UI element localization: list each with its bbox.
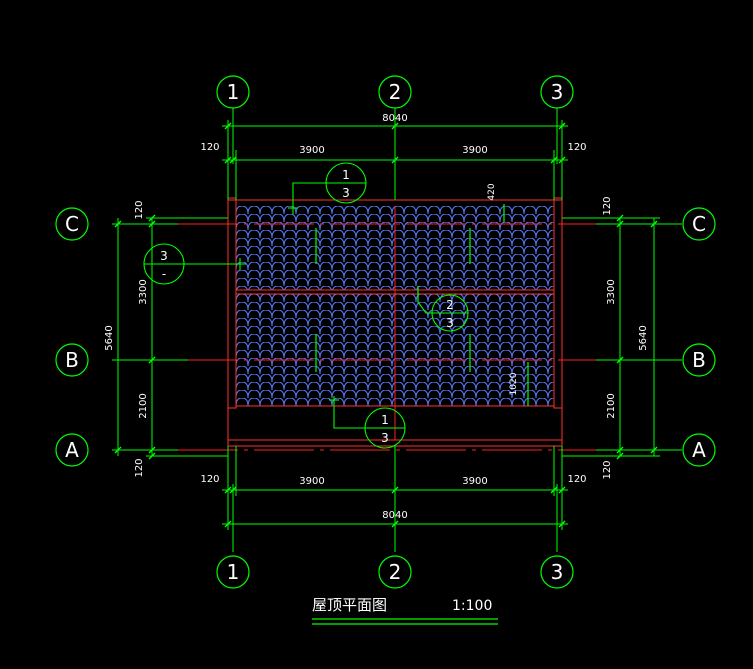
roof-marks — [315, 204, 529, 406]
axis-label-c-right: C — [692, 212, 706, 236]
callout-bottom-number: 1 — [381, 413, 389, 427]
axis-label-3-bottom: 3 — [551, 560, 564, 584]
axis-bubble-a-left — [55, 433, 89, 467]
dim-edge-left-top: 120 — [200, 142, 219, 153]
dim-edge-top-right: 120 — [602, 196, 613, 215]
axis-bubble-3-top — [540, 75, 574, 109]
callout-left-number: 3 — [160, 249, 168, 263]
dim-span-cb-right: 3300 — [606, 279, 617, 304]
dim-edge-top-left: 120 — [134, 200, 145, 219]
axis-bubble-1-top — [216, 75, 250, 109]
axis-label-2-top: 2 — [389, 80, 402, 104]
dim-span-ba-right: 2100 — [606, 393, 617, 418]
axis-label-2-bottom: 2 — [389, 560, 402, 584]
dim-span-ba-left: 2100 — [138, 393, 149, 418]
callout-top-number: 1 — [342, 168, 350, 182]
drawing-scale: 1:100 — [452, 598, 492, 614]
axis-bubble-3-bottom — [540, 555, 574, 589]
axis-bubble-1-bottom — [216, 555, 250, 589]
dim-total-y-right: 5640 — [638, 325, 649, 350]
callout-top-sheet: 3 — [342, 186, 350, 200]
axis-label-3-top: 3 — [551, 80, 564, 104]
dim-bay2-top: 3900 — [462, 145, 487, 156]
dim-total-x-top: 8040 — [382, 113, 407, 124]
callout-bottom-leader — [333, 396, 365, 429]
left-pier — [227, 197, 237, 409]
dim-edge-bottom-right: 120 — [602, 460, 613, 479]
drawing-title: 屋顶平面图 — [312, 596, 387, 614]
building-outline — [227, 197, 563, 447]
dim-bay2-bottom: 3900 — [462, 476, 487, 487]
axis-bubble-2-top — [378, 75, 412, 109]
dim-span-cb-left: 3300 — [138, 279, 149, 304]
callout-center-sheet: 3 — [446, 316, 454, 330]
right-pier — [553, 197, 563, 409]
dim-edge-bottom-left: 120 — [134, 458, 145, 477]
axis-bubble-c-left — [55, 207, 89, 241]
axis-label-1-bottom: 1 — [227, 560, 240, 584]
callout-top-leader — [292, 182, 326, 214]
callout-bottom-sheet: 3 — [381, 431, 389, 445]
dim-edge-left-bottom: 120 — [200, 474, 219, 485]
dim-edge-right-bottom: 120 — [567, 474, 586, 485]
dim-total-y-left: 5640 — [104, 325, 115, 350]
axis-label-b-left: B — [65, 348, 79, 372]
axis-label-1-top: 1 — [227, 80, 240, 104]
axis-bubble-c-right — [682, 207, 716, 241]
axis-bubble-2-bottom — [378, 555, 412, 589]
axis-label-a-left: A — [65, 438, 79, 462]
axis-label-a-right: A — [692, 438, 706, 462]
axis-bubble-b-right — [682, 343, 716, 377]
callout-center-leader — [417, 301, 432, 314]
dim-eave: 420 — [487, 183, 497, 200]
axis-label-c-left: C — [65, 212, 79, 236]
dim-bay1-bottom: 3900 — [299, 476, 324, 487]
dim-ridge-height: 1020 — [509, 372, 519, 395]
dim-edge-right-top: 120 — [567, 142, 586, 153]
axis-bubble-b-left — [55, 343, 89, 377]
callout-center-number: 2 — [446, 298, 454, 312]
axis-label-b-right: B — [692, 348, 706, 372]
dim-total-x-bottom: 8040 — [382, 510, 407, 521]
axis-bubble-a-right — [682, 433, 716, 467]
axis-lines — [178, 206, 612, 451]
callout-left-sheet: - — [162, 267, 166, 281]
dimension-ticks — [114, 122, 658, 528]
dim-bay1-top: 3900 — [299, 145, 324, 156]
